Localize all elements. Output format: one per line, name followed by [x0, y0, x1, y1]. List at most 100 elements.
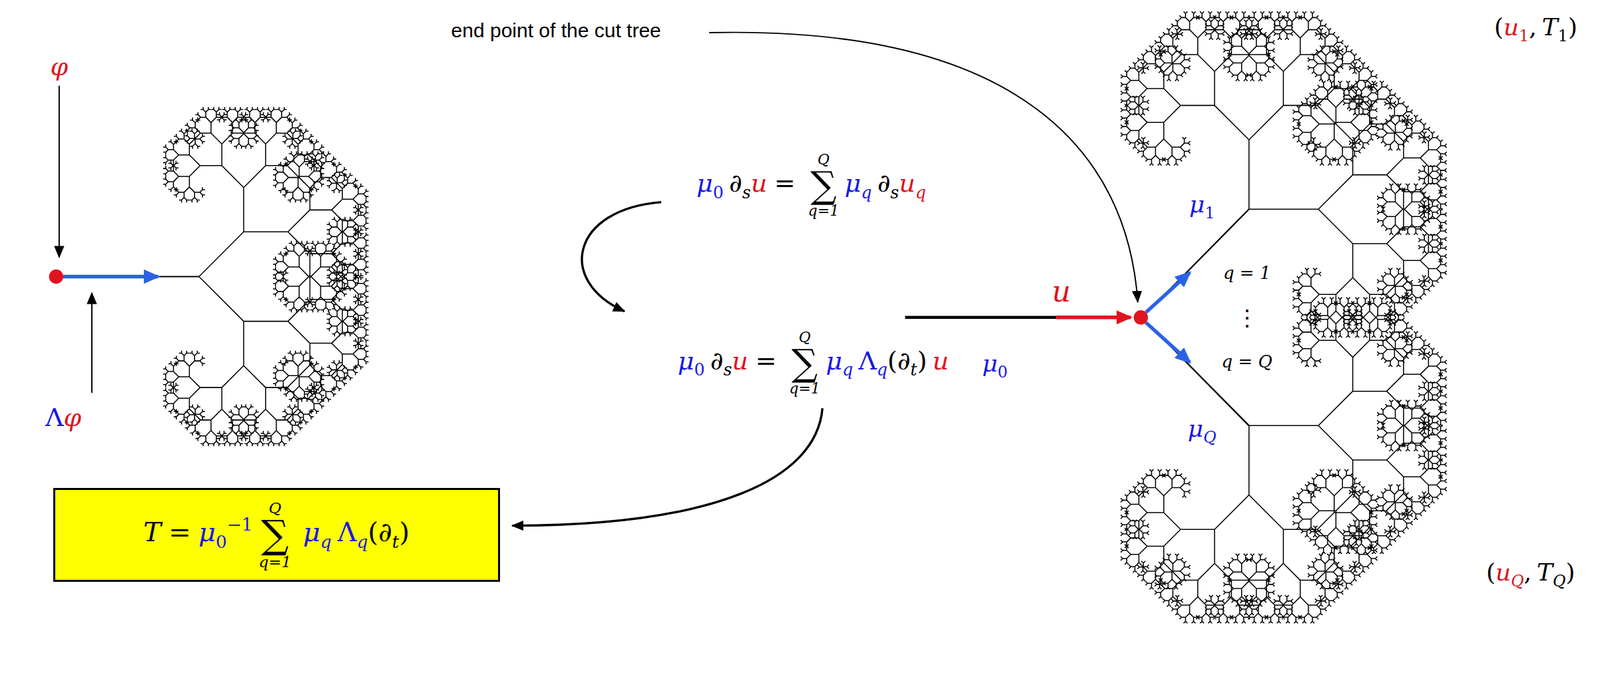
math-symbol: ): [398, 516, 410, 548]
math-symbol: 0: [713, 183, 724, 204]
math-symbol: q=1: [789, 381, 821, 397]
math-symbol: μ: [696, 169, 714, 199]
edge-line: [904, 316, 1057, 320]
math-symbol: u: [1503, 13, 1519, 42]
math-symbol: 0: [693, 361, 705, 381]
math-symbol: μ: [825, 346, 843, 377]
cut-edge: [1056, 315, 1131, 319]
weight-label: μ1: [1189, 190, 1216, 218]
math-symbol: q=1: [808, 203, 840, 219]
math-symbol: =: [755, 346, 777, 377]
branch-arrow: [1145, 322, 1190, 363]
math-symbol: (: [1486, 558, 1496, 586]
math-symbol: μ: [982, 349, 998, 377]
math-symbol: t: [910, 361, 917, 381]
sum-stack: Q∑q=1: [258, 500, 291, 570]
math-symbol: q: [915, 183, 927, 204]
math-symbol: ⋮: [1235, 305, 1259, 332]
math-symbol: μ: [844, 169, 862, 199]
math-symbol: μ: [302, 516, 321, 548]
weight-label: μQ: [1187, 414, 1217, 443]
math-symbol: μ: [1189, 190, 1205, 218]
equation: T=μ0−1Q∑q=1μqΛq(∂t): [143, 500, 410, 570]
math-symbol: 1: [1518, 27, 1529, 46]
equation: μ0∂su=Q∑q=1μqΛq(∂t)u: [677, 330, 949, 397]
math-symbol: ,: [1524, 558, 1532, 586]
math-symbol: ∑: [810, 167, 837, 204]
math-symbol: Q: [817, 152, 830, 168]
math-symbol: u: [932, 346, 949, 377]
math-symbol: =: [168, 516, 192, 548]
math-symbol: T: [1536, 558, 1553, 586]
math-symbol: (: [1494, 13, 1504, 42]
math-symbol: T: [1542, 13, 1559, 42]
pointer-arrow: [58, 85, 60, 258]
leader-curve: [709, 32, 1138, 303]
operator-label: Λφ: [45, 403, 82, 433]
math-symbol: q: [320, 532, 332, 552]
tree-stem: [158, 276, 200, 278]
math-symbol: ): [916, 346, 927, 377]
math-symbol: u: [1495, 558, 1511, 586]
variable-label: φ: [50, 52, 69, 82]
math-symbol: q = 1: [1223, 263, 1272, 284]
subtree-label: (u1,T1): [1494, 13, 1578, 42]
math-symbol: u: [1052, 274, 1071, 309]
math-symbol: t: [392, 532, 400, 552]
math-symbol: ∂: [877, 169, 891, 199]
callout-text: end point of the cut tree: [451, 19, 662, 43]
math-symbol: s: [723, 361, 732, 381]
weight-label: μ0: [982, 349, 1009, 377]
math-symbol: 0: [997, 363, 1008, 382]
math-symbol: q: [356, 532, 369, 552]
index-label: q = Q: [1221, 352, 1273, 373]
math-symbol: (∂: [368, 516, 393, 548]
math-symbol: φ: [50, 52, 69, 82]
math-symbol: ,: [1528, 13, 1537, 42]
math-symbol: q: [842, 361, 853, 381]
math-symbol: u: [731, 346, 748, 377]
index-label: q = 1: [1223, 263, 1272, 284]
math-symbol: −1: [227, 514, 254, 535]
formula-box: T=μ0−1Q∑q=1μqΛq(∂t): [53, 488, 501, 582]
math-symbol: ): [1568, 13, 1578, 42]
sum-stack: Q∑q=1: [808, 152, 840, 219]
math-symbol: Λ: [337, 516, 357, 548]
equation: μ0∂su=Q∑q=1μq∂suq: [696, 152, 927, 219]
math-symbol: Λ: [858, 346, 877, 377]
math-symbol: 1: [1558, 27, 1569, 46]
flow-curve: [581, 202, 662, 312]
math-symbol: s: [890, 183, 899, 204]
math-symbol: q: [860, 183, 872, 204]
math-symbol: μ: [677, 346, 695, 377]
boundary-arrow: [63, 274, 159, 279]
math-symbol: ∂: [729, 169, 743, 199]
ellipsis-mark: ⋮: [1235, 305, 1259, 332]
math-symbol: u: [751, 169, 768, 199]
math-symbol: (∂: [887, 346, 911, 377]
math-symbol: Q: [268, 500, 281, 516]
math-symbol: ∑: [791, 344, 818, 382]
math-symbol: φ: [63, 403, 82, 433]
end-point-dot: [1133, 310, 1148, 325]
math-symbol: Q: [1203, 428, 1216, 447]
math-symbol: =: [774, 169, 796, 199]
math-symbol: end point of the cut tree: [451, 19, 662, 43]
math-symbol: ): [1566, 558, 1576, 586]
end-point-dot: [49, 269, 64, 284]
math-symbol: 0: [215, 532, 228, 552]
math-symbol: u: [898, 169, 915, 199]
math-symbol: Q: [1510, 572, 1524, 591]
math-symbol: s: [742, 183, 752, 204]
math-symbol: q = Q: [1221, 352, 1273, 373]
pointer-arrow: [91, 292, 93, 393]
fractal-tree: [163, 11, 1447, 624]
variable-label: u: [1052, 274, 1071, 309]
math-symbol: q=1: [258, 553, 291, 570]
math-symbol: T: [143, 516, 162, 548]
math-symbol: μ: [1187, 414, 1204, 443]
math-symbol: ∂: [710, 346, 724, 377]
branch-arrow: [1145, 272, 1190, 313]
math-symbol: 1: [1204, 204, 1215, 223]
flow-curve: [512, 408, 823, 526]
